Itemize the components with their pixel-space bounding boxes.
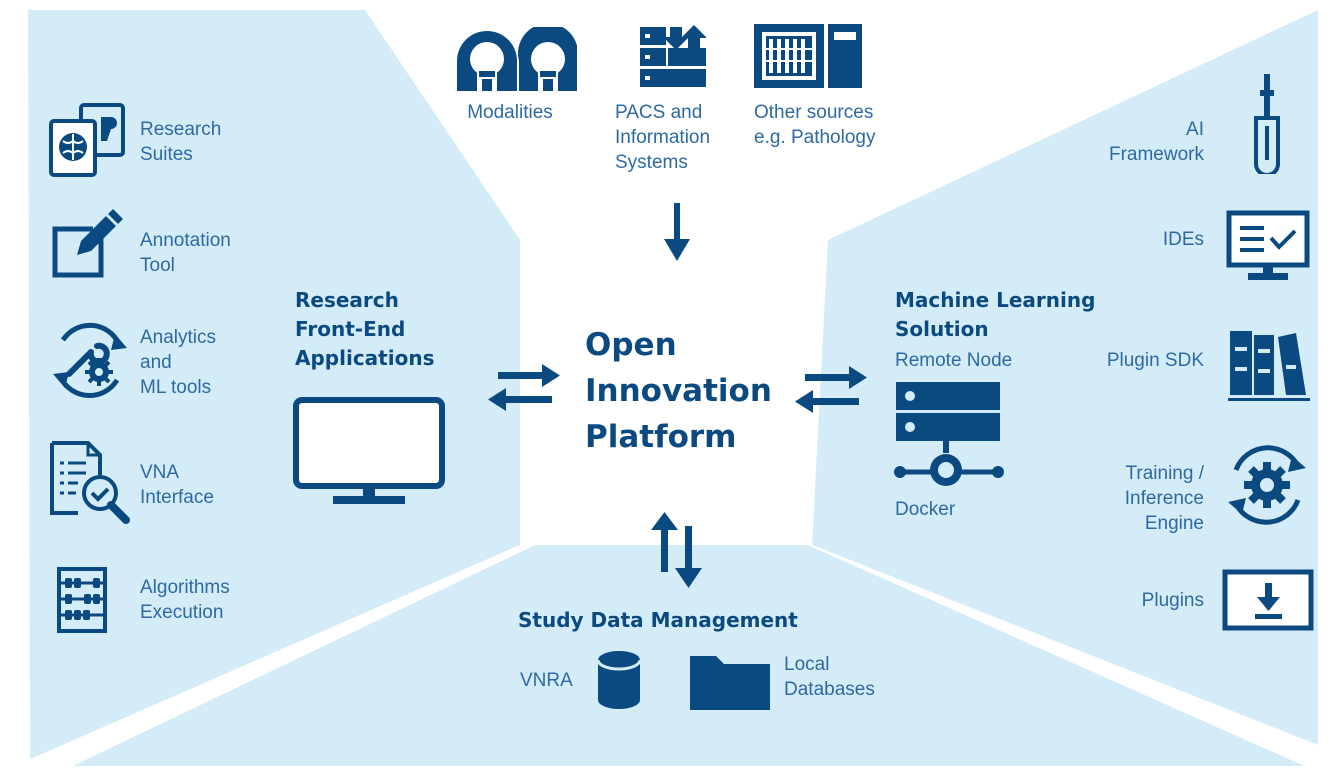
- vertical-bidirectional-arrow-icon: [649, 512, 705, 588]
- folder-icon: [690, 652, 770, 710]
- document-magnifier-icon: [48, 441, 132, 525]
- vnra-label: VNRA: [520, 670, 573, 691]
- plugins-label: Plugins: [1141, 590, 1204, 611]
- left-bidirectional-arrow-icon: [488, 362, 560, 414]
- pacs-label: PACS and Information Systems: [615, 102, 711, 173]
- analytics-label: Analytics and ML tools: [140, 327, 217, 398]
- gear-cycle-icon: [1222, 440, 1312, 530]
- machine-learning-heading: Machine Learning Solution: [895, 288, 1096, 341]
- vna-interface-label: VNA Interface: [140, 462, 214, 508]
- algorithms-label: Algorithms Execution: [140, 577, 230, 623]
- docker-label: Docker: [895, 499, 956, 520]
- ides-label: IDEs: [1162, 229, 1204, 250]
- pathology-scanner-icon: [754, 24, 862, 90]
- training-inference-label: Training / Inference Engine: [1124, 463, 1204, 534]
- binders-icon: [1228, 327, 1310, 403]
- other-sources-label: Other sources e.g. Pathology: [754, 102, 876, 148]
- server-transfer-icon: [640, 25, 706, 89]
- ide-monitor-icon: [1226, 210, 1310, 282]
- arrow-down-icon: [662, 203, 692, 261]
- platform-title: Open Innovation Platform: [585, 327, 772, 455]
- research-suites-label: Research Suites: [140, 119, 222, 165]
- monitor-icon: [293, 397, 445, 507]
- annotation-tool-label: Annotation Tool: [140, 230, 231, 276]
- analytics-gear-wrench-icon: [49, 322, 131, 400]
- local-databases-label: Local Databases: [784, 654, 875, 700]
- modalities-label: Modalities: [467, 102, 553, 123]
- plugin-sdk-label: Plugin SDK: [1106, 350, 1204, 371]
- screwdriver-icon: [1252, 72, 1282, 174]
- abacus-icon: [57, 567, 107, 633]
- docker-server-icon: [894, 380, 1006, 492]
- remote-node-label: Remote Node: [895, 350, 1013, 371]
- download-box-icon: [1222, 569, 1314, 631]
- research-suites-icon: [49, 103, 127, 179]
- annotation-pencil-icon: [51, 207, 127, 279]
- study-data-heading: Study Data Management: [518, 608, 798, 632]
- right-bidirectional-arrow-icon: [795, 364, 867, 416]
- database-cylinder-icon: [596, 650, 642, 710]
- research-front-end-heading: Research Front-End Applications: [295, 288, 435, 370]
- ai-framework-label: AI Framework: [1108, 119, 1204, 165]
- mri-scanner-icon: [457, 27, 577, 95]
